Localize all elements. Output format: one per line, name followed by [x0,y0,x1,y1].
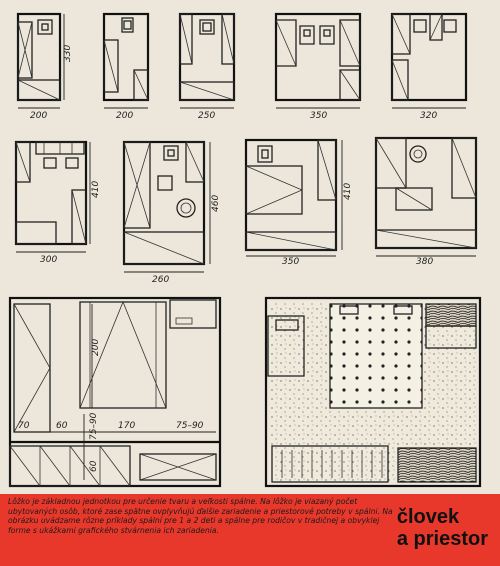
dim-width-170: 170 [118,421,135,431]
detail-plan [8,296,222,488]
dim-plan3-width: 250 [198,111,215,121]
dim-bed-length: 200 [91,339,101,356]
caption-text: Lôžko je základnou jednotkou pre určenie… [8,497,393,536]
dim-width-75-90: 75–90 [176,421,204,431]
dim-plan8-width: 350 [282,257,299,267]
plan-6 [14,140,91,253]
dim-plan8-height: 410 [343,183,353,200]
dim-plan7-width: 260 [152,275,169,285]
dim-plan2-width: 200 [116,111,133,121]
plan-5 [390,12,468,109]
textured-plan [264,296,482,488]
title-line-2: a priestor [396,528,488,550]
plan-2 [102,12,150,109]
dim-width-60: 60 [56,421,68,431]
dim-width-70: 70 [18,421,30,431]
plan-1 [16,12,65,109]
dim-plan7-height: 460 [211,195,221,212]
floor-plan-drawings: 330 200 200 250 350 320 410 460 410 300 … [8,12,482,488]
plan-9 [374,136,478,257]
plan-8 [244,138,343,257]
dim-height-75-90: 75–90 [89,412,99,440]
dim-plan1-width: 200 [30,111,47,121]
dim-plan4-width: 350 [310,111,327,121]
dim-plan6-height: 410 [91,181,101,198]
floor-plan-canvas: 330 200 200 250 350 320 410 460 410 300 … [8,12,482,488]
dim-row1-height: 330 [63,45,73,62]
plan-4 [274,12,362,109]
dim-plan6-width: 300 [40,255,57,265]
title-line-1: človek [396,506,460,528]
dim-height-60: 60 [89,460,99,472]
footer-banner: Lôžko je základnou jednotkou pre určenie… [0,494,500,566]
dim-plan5-width: 320 [420,111,437,121]
dim-plan9-width: 380 [416,257,433,267]
section-title: človek a priestor [397,506,488,550]
plan-3 [178,12,236,109]
plan-7 [122,140,211,273]
